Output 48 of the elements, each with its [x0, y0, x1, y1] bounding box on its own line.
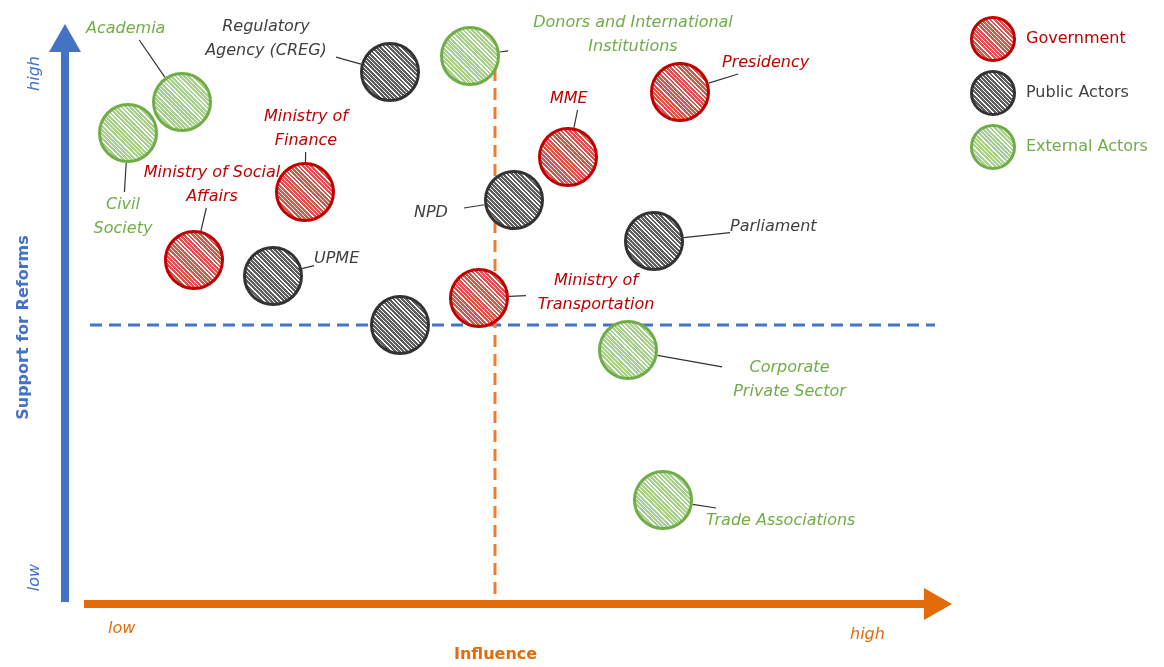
actor-circle: [598, 320, 658, 380]
axis-end-label: low: [108, 618, 136, 637]
leader-line: [656, 354, 723, 368]
actor-circle: [538, 127, 598, 187]
actor-circle: [360, 42, 420, 102]
actor-label: Parliament: [730, 214, 850, 238]
leader-line: [499, 50, 509, 53]
actor-circle: [624, 211, 684, 271]
leader-line: [463, 204, 485, 209]
leader-line: [200, 207, 207, 232]
actor-label: Trade Associations: [706, 508, 886, 532]
actor-label: Corporate Private Sector: [722, 355, 857, 403]
actor-circle: [152, 72, 212, 132]
actor-circle: [98, 103, 158, 163]
leader-line: [138, 39, 166, 78]
actor-label: NPD: [414, 200, 464, 224]
actor-circle: [243, 246, 303, 306]
axis-end-label: low: [24, 563, 44, 592]
actor-circle: [650, 62, 710, 122]
leader-line: [301, 265, 315, 270]
actor-circle: [449, 268, 509, 328]
leader-line: [304, 151, 307, 163]
axis-end-label: high: [850, 624, 885, 643]
legend-label: Public Actors: [1026, 82, 1129, 101]
axis-title: Support for Reforms: [12, 235, 32, 420]
actor-label: UPME: [314, 246, 374, 270]
actor-label: Academia: [86, 16, 176, 40]
actor-label: MME: [550, 86, 610, 110]
leader-line: [573, 109, 579, 129]
leader-line: [335, 56, 362, 65]
actor-circle: [440, 26, 500, 86]
actor-circle: [633, 470, 693, 530]
actor-label: Ministry of Transportation: [526, 268, 666, 316]
actor-circle: [370, 295, 430, 355]
leader-line: [508, 295, 527, 298]
leader-line: [708, 73, 739, 84]
legend-label: External Actors: [1026, 136, 1148, 155]
actor-circle: [484, 170, 544, 230]
axis-end-label: high: [23, 56, 43, 91]
actor-circle: [164, 230, 224, 290]
actor-label: Regulatory Agency (CREG): [196, 14, 336, 62]
legend-label: Government: [1026, 28, 1126, 47]
actor-label: Ministry of Finance: [246, 104, 366, 152]
leader-line: [692, 503, 717, 509]
axis-title: Influence: [454, 644, 538, 663]
leader-line: [123, 162, 127, 193]
leader-line: [683, 232, 731, 239]
actor-label: Presidency: [722, 50, 832, 74]
